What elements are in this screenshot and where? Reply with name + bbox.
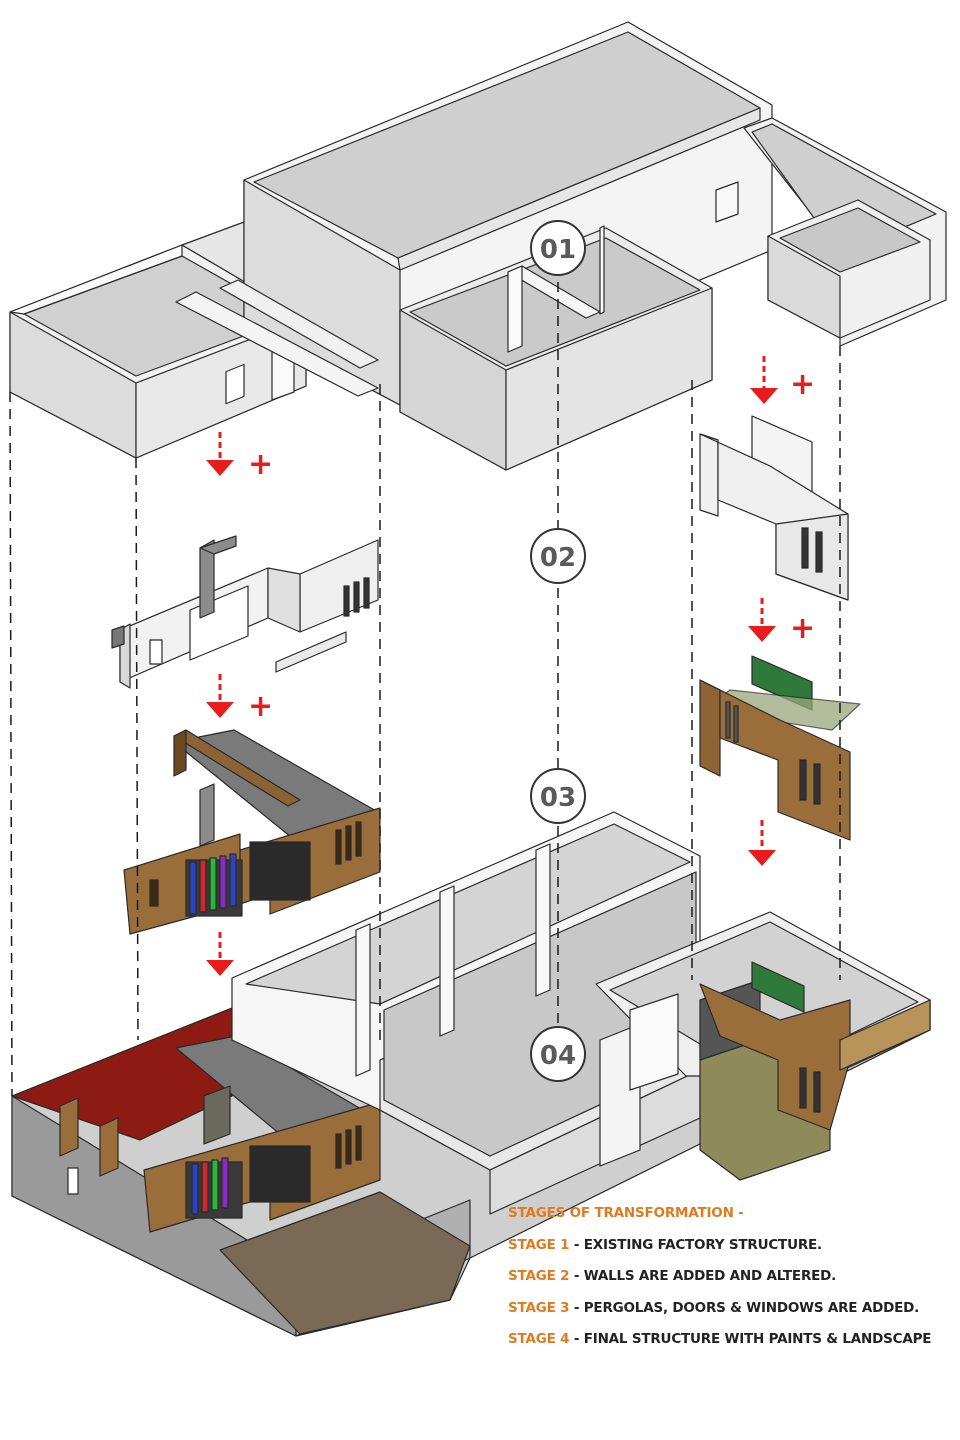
stage-number: 03 [540, 783, 576, 813]
stage-4-final-structure [11, 811, 931, 1337]
plus-icon: + [790, 367, 815, 402]
legend-stage-label: STAGE 2 [508, 1268, 570, 1284]
legend-stage-label: STAGE 3 [508, 1299, 570, 1316]
arrow-icon [750, 356, 778, 404]
stage-number: 04 [540, 1041, 576, 1071]
legend-stage-text: - PERGOLAS, DOORS & WINDOWS ARE ADDED. [569, 1299, 920, 1316]
arrow-icon [206, 932, 234, 976]
guide-line-2 [135, 457, 139, 1041]
stage-marker-02: 02 [530, 528, 586, 584]
stage-marker-04: 04 [530, 1026, 586, 1082]
legend-stage-text: - FINAL STRUCTURE WITH PAINTS & LANDSCAP… [569, 1331, 932, 1347]
arrow-icon [206, 432, 234, 476]
stage-number: 01 [540, 235, 576, 265]
stage-number: 02 [540, 543, 576, 573]
alignment-guides [9, 248, 841, 1097]
stage-3-pergolas-left [123, 729, 381, 935]
legend-stage-text: - EXISTING FACTORY STRUCTURE. [569, 1236, 822, 1253]
stage-marker-01: 01 [530, 220, 586, 276]
legend-stage-text: - WALLS ARE ADDED AND ALTERED. [569, 1268, 837, 1284]
legend-item-stage-2: STAGE 2 - WALLS ARE ADDED AND ALTERED. [508, 1261, 954, 1293]
stage-2-added-walls-left [111, 279, 379, 689]
legend-item-stage-4: STAGE 4 - FINAL STRUCTURE WITH PAINTS & … [508, 1324, 954, 1356]
stages-legend: STAGES OF TRANSFORMATION - STAGE 1 - EXI… [508, 1198, 954, 1356]
stage-3-pergolas-right [699, 655, 861, 841]
red-arrows [206, 356, 778, 976]
plus-icon: + [248, 689, 273, 724]
plus-signs: + + + + [248, 367, 815, 724]
legend-stage-label: STAGE 1 [508, 1236, 570, 1253]
arrow-icon [748, 598, 776, 642]
legend-stage-label: STAGE 4 [508, 1331, 570, 1347]
stage-1-existing-structure [9, 21, 947, 471]
plus-icon: + [790, 611, 815, 646]
guide-line-1 [9, 391, 13, 1097]
legend-title: STAGES OF TRANSFORMATION - [508, 1205, 744, 1221]
arrow-icon [748, 820, 776, 866]
stage-marker-03: 03 [530, 768, 586, 824]
plus-icon: + [248, 447, 273, 482]
legend-item-stage-1: STAGE 1 - EXISTING FACTORY STRUCTURE. [508, 1230, 954, 1262]
arrow-icon [206, 674, 234, 718]
legend-item-stage-3: STAGE 3 - PERGOLAS, DOORS & WINDOWS ARE … [508, 1293, 954, 1325]
stage-2-added-walls-right [699, 415, 849, 601]
